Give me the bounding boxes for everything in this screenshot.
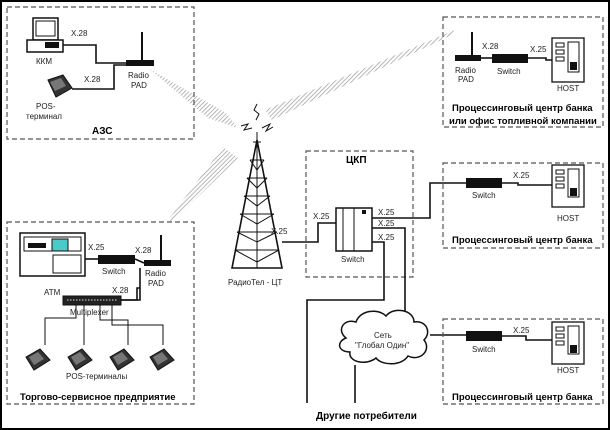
zone-processing-bank-1-title: Процессинговый центр банка <box>452 235 593 246</box>
link-label-x28-2: X.28 <box>84 75 101 84</box>
switch-label: Switch <box>497 67 521 76</box>
link-mux-pos1 <box>44 305 77 345</box>
cloud-label-2: "Глобал Один" <box>355 341 409 350</box>
link-label-x25: X.25 <box>513 326 530 335</box>
switch-label: Switch <box>472 191 496 200</box>
link-ckp-cloud <box>372 227 406 320</box>
beam-to-trade <box>168 147 238 222</box>
switch-label: Switch <box>341 255 365 264</box>
switch-label: Switch <box>102 267 126 276</box>
link-ckp-bank1 <box>372 182 466 219</box>
pos-terminal-icon[interactable] <box>149 348 175 371</box>
pos-label-1: POS- <box>36 102 56 111</box>
link-ckp-other <box>306 241 385 403</box>
radio-pad-icon[interactable] <box>144 235 171 266</box>
link-switch-host <box>502 335 552 341</box>
kkm-label: ККМ <box>36 57 52 66</box>
switch-icon[interactable] <box>492 54 528 63</box>
zone-processing-fuel: Radio PAD Switch HOST X.28 X.25 Процесси… <box>442 16 604 128</box>
kkm-icon[interactable] <box>26 17 64 53</box>
switch-icon[interactable] <box>98 255 135 264</box>
tower-link-label: X.25 <box>271 227 288 236</box>
link-mux-pos4 <box>111 305 164 345</box>
tower-label: РадиоТел - ЦТ <box>228 278 282 287</box>
link-label-x28-2: X.28 <box>112 286 129 295</box>
zone-processing-bank-2-border <box>442 318 604 405</box>
radio-tower[interactable] <box>231 103 283 269</box>
zone-processing-fuel-title-2: или офис топливной компании <box>449 116 597 127</box>
host-icon[interactable] <box>551 164 585 208</box>
link-label-x28-1: X.28 <box>135 246 152 255</box>
radio-pad-icon[interactable] <box>455 32 481 61</box>
link-label-x28: X.28 <box>482 42 499 51</box>
cloud-label-1: Сеть <box>374 331 392 340</box>
zone-ckp-border <box>305 150 414 278</box>
radio-pad-icon[interactable] <box>126 32 154 66</box>
radio-pad-label-1: Radio <box>145 269 166 278</box>
zone-trade: ATM Switch Radio PAD X.25 X.28 Multiplex… <box>6 221 195 405</box>
switch-label: Switch <box>472 345 496 354</box>
multiplexer-label: Multiplexer <box>70 308 109 317</box>
zone-trade-title: Торгово-сервисное предприятие <box>20 392 175 403</box>
zone-processing-bank-1: Switch HOST X.25 Процессинговый центр ба… <box>442 162 604 249</box>
radio-pad-label-2: PAD <box>131 81 147 90</box>
host-icon[interactable] <box>551 321 585 365</box>
link-label-x25-out1: X.25 <box>378 208 395 217</box>
zone-processing-bank-2-title: Процессинговый центр банка <box>452 392 593 403</box>
link-label-x25: X.25 <box>513 171 530 180</box>
beam-to-azs <box>148 68 238 128</box>
radio-pad-label-1: Radio <box>455 66 476 75</box>
switch-icon[interactable] <box>466 331 502 341</box>
link-mux-pos3 <box>99 305 129 345</box>
beam-to-processing-fuel <box>265 30 455 120</box>
link-kkm-radiopad <box>63 44 126 64</box>
pos-label-2: терминал <box>26 112 62 121</box>
switch-cabinet-icon[interactable] <box>335 207 373 252</box>
radio-pad-label-2: PAD <box>458 75 474 84</box>
radio-pad-label-1: Radio <box>128 71 149 80</box>
pos-terminals-label: POS-терминалы <box>66 372 128 381</box>
pos-terminal-icon[interactable] <box>67 348 93 371</box>
host-label: HOST <box>557 84 579 93</box>
zone-azs-border <box>6 6 195 140</box>
host-label: HOST <box>557 214 579 223</box>
link-label-x28-1: X.28 <box>71 29 88 38</box>
link-switch-host <box>528 57 552 61</box>
radio-pad-label-2: PAD <box>148 279 164 288</box>
zone-processing-fuel-title-1: Процессинговый центр банка <box>452 103 593 114</box>
multiplexer-icon[interactable] <box>62 295 122 306</box>
link-label-x25-out2: X.25 <box>378 219 395 228</box>
link-switch-radiopad <box>134 258 145 264</box>
zone-ckp-title: ЦКП <box>346 155 367 166</box>
zone-ckp: ЦКП Switch X.25 X.25 X.25 X.25 <box>282 150 414 278</box>
link-switch-host <box>502 182 552 186</box>
link-label-x25: X.25 <box>88 243 105 252</box>
link-label-x25-in: X.25 <box>313 212 330 221</box>
link-tower-ckp <box>282 222 336 243</box>
pos-terminal-icon[interactable] <box>109 348 135 371</box>
zone-processing-bank-2: Switch HOST X.25 Процессинговый центр ба… <box>442 318 604 405</box>
atm-icon[interactable] <box>19 232 86 277</box>
radio-beams <box>148 30 455 222</box>
cloud-network-icon[interactable] <box>338 309 429 365</box>
lightning-icon <box>240 103 274 133</box>
other-consumers-label: Другие потребители <box>316 410 417 422</box>
switch-icon[interactable] <box>466 178 502 188</box>
pos-terminal-icon[interactable] <box>47 74 73 98</box>
zone-processing-fuel-border <box>442 16 604 128</box>
link-label-x25: X.25 <box>530 45 547 54</box>
link-label-x25-out3: X.25 <box>378 233 395 242</box>
host-label: HOST <box>557 366 579 375</box>
zone-processing-bank-1-border <box>442 162 604 249</box>
link-pos-radiopad <box>72 64 126 90</box>
atm-label: ATM <box>44 288 61 297</box>
pos-terminal-icon[interactable] <box>25 348 51 371</box>
link-mux-radiopad <box>121 268 141 301</box>
zone-azs-title: АЗС <box>92 126 112 137</box>
host-icon[interactable] <box>551 37 585 83</box>
zone-azs: ККМ POS- терминал Radio PAD X.28 X.28 АЗ… <box>6 6 195 140</box>
tower-crossbars <box>234 140 280 268</box>
